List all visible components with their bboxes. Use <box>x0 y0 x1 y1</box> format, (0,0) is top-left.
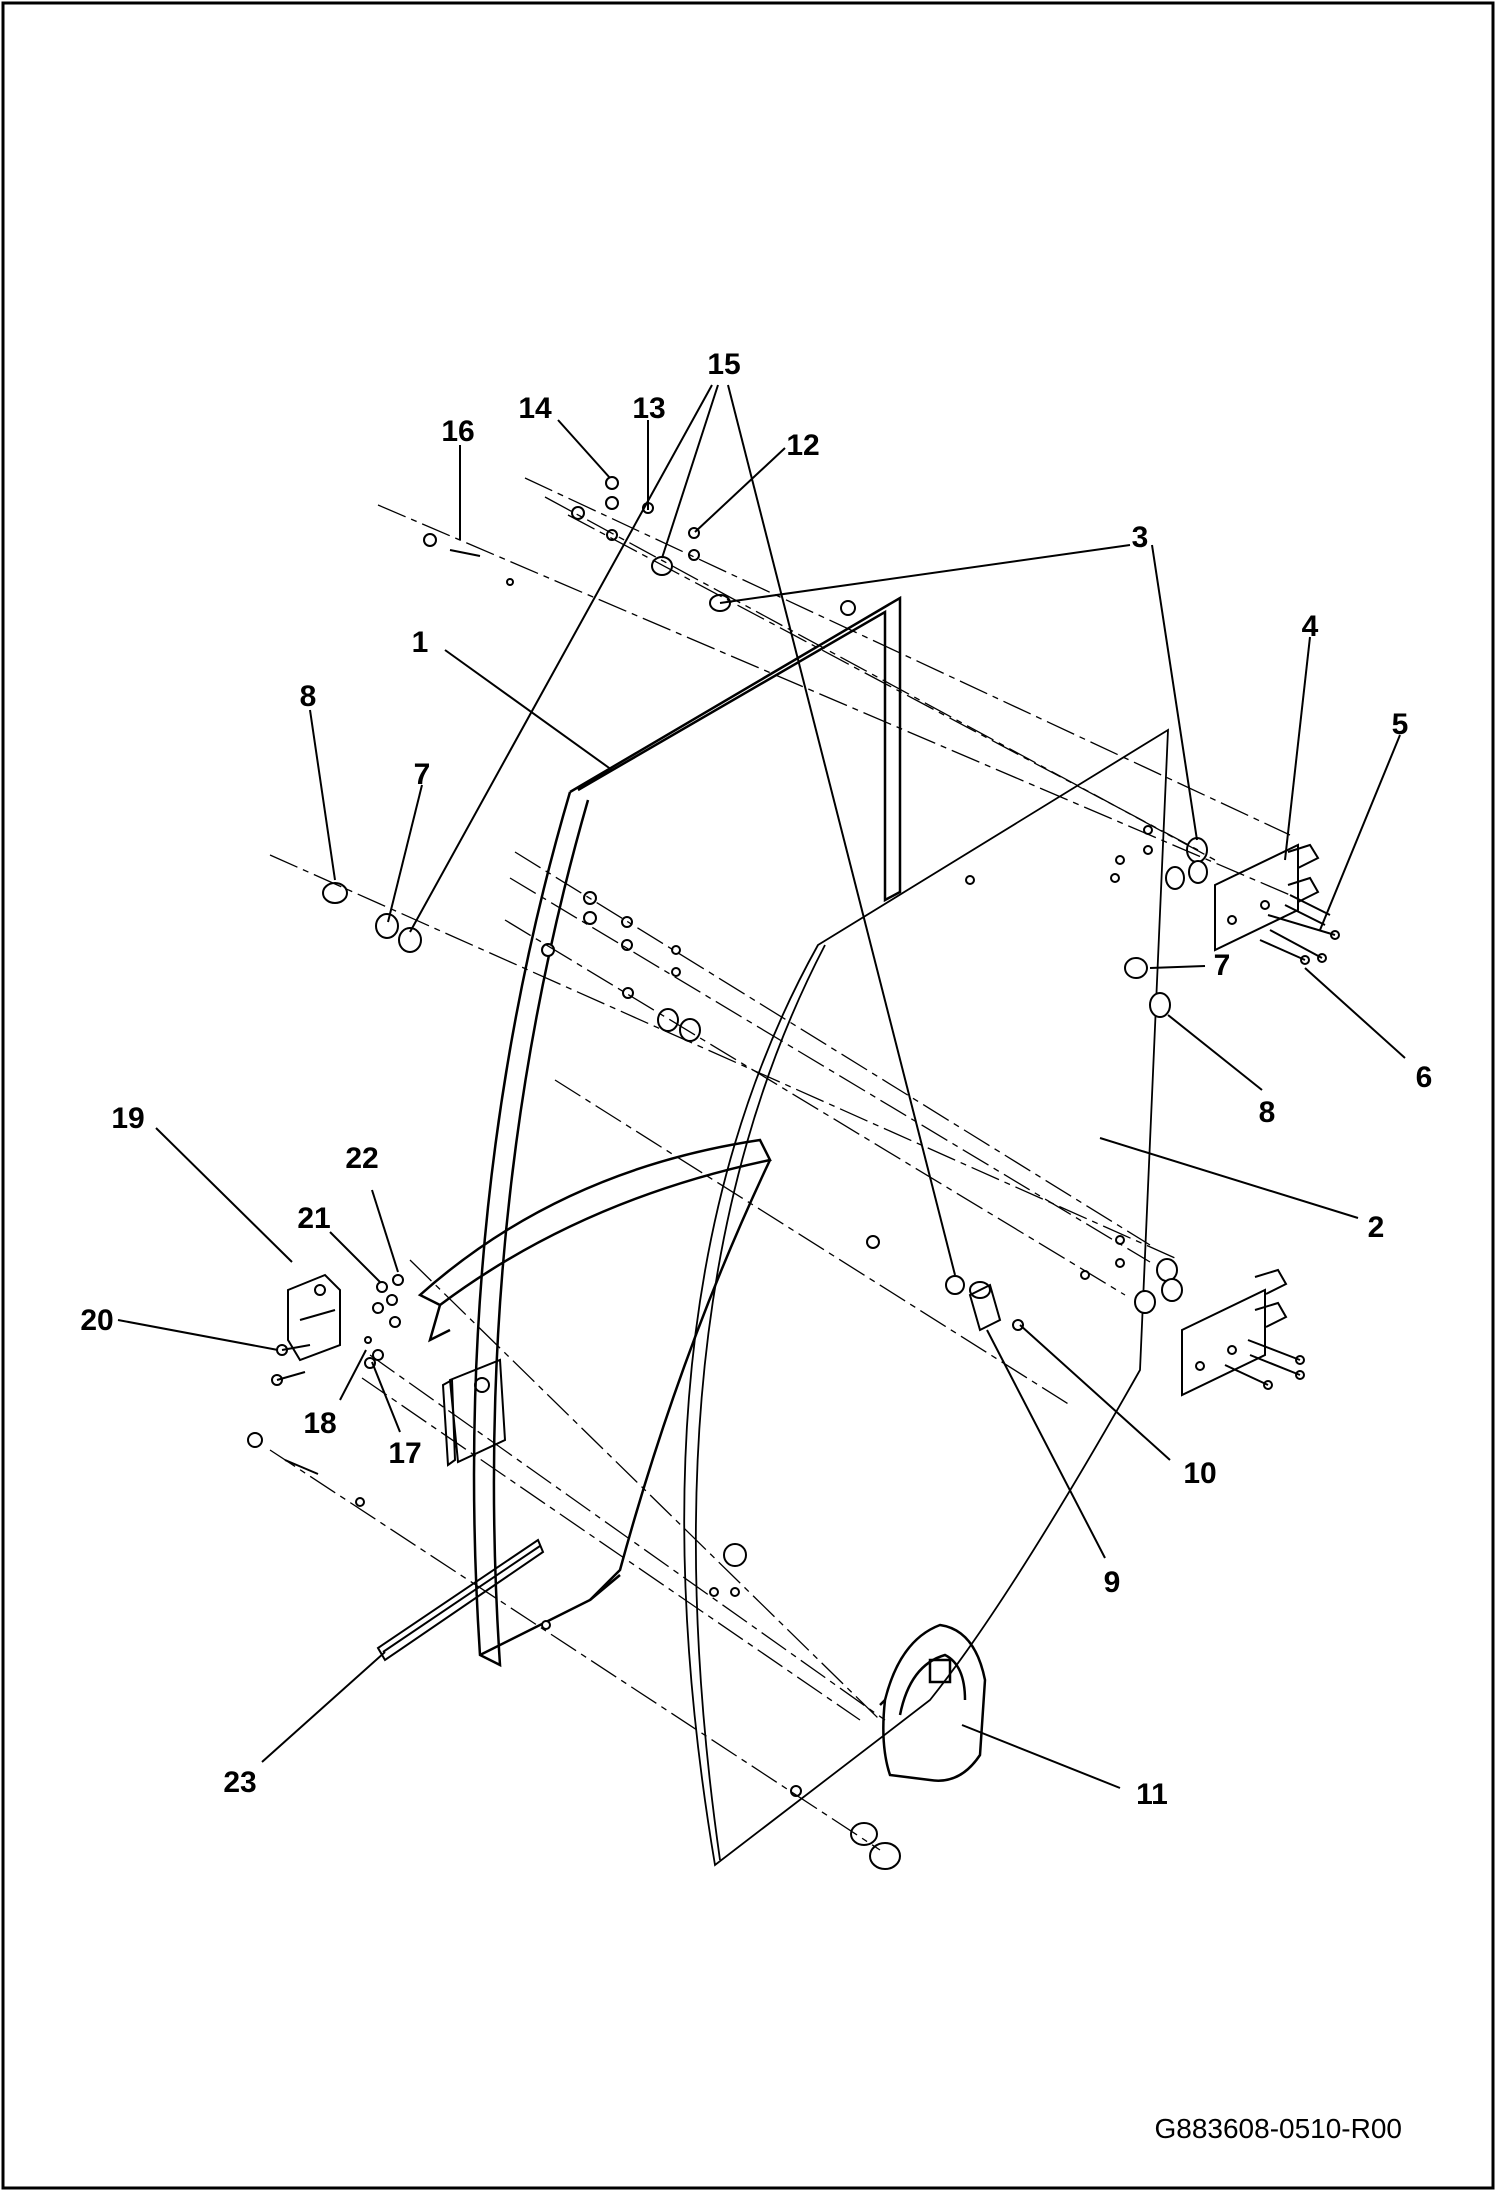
callout-8a: 8 <box>300 680 317 713</box>
callout-1: 1 <box>412 626 429 659</box>
hinge-lower <box>1181 1268 1288 1397</box>
callout-21: 21 <box>297 1202 330 1235</box>
center-lines <box>269 477 1291 1851</box>
callout-10: 10 <box>1183 1457 1216 1490</box>
callout-13: 13 <box>632 392 665 425</box>
callout-14: 14 <box>518 392 552 425</box>
callout-16: 16 <box>441 415 474 448</box>
hardware-parts <box>247 476 1208 1870</box>
callout-22: 22 <box>345 1142 378 1175</box>
striker-assembly <box>287 1273 341 1362</box>
hinge-upper <box>1214 843 1331 952</box>
callout-12: 12 <box>786 429 819 462</box>
latch-plate <box>441 1358 507 1467</box>
callout-17: 17 <box>388 1437 421 1470</box>
callout-5: 5 <box>1392 708 1409 741</box>
callout-8b: 8 <box>1259 1096 1276 1129</box>
callout-7b: 7 <box>1214 949 1231 982</box>
document-number: G883608-0510-R00 <box>1154 2113 1402 2144</box>
callout-4: 4 <box>1302 610 1319 643</box>
callout-18: 18 <box>303 1407 336 1440</box>
callout-20: 20 <box>80 1304 113 1337</box>
callout-19: 19 <box>111 1102 144 1135</box>
callout-15: 15 <box>707 348 740 381</box>
callout-23: 23 <box>223 1766 256 1799</box>
hinge-screws <box>1224 914 1340 1390</box>
callout-9: 9 <box>1104 1566 1121 1599</box>
callout-7a: 7 <box>414 758 431 791</box>
door-frame <box>417 595 902 1668</box>
glass-panel <box>683 728 1169 1867</box>
leader-lines <box>117 384 1406 1789</box>
callout-labels: 1 2 3 4 5 6 7 7 8 8 9 10 11 12 13 14 15 … <box>80 348 1432 1811</box>
door-handle <box>879 1623 987 1782</box>
callout-2: 2 <box>1368 1211 1385 1244</box>
gas-strut-bushing <box>945 1275 1024 1332</box>
callout-6: 6 <box>1416 1061 1433 1094</box>
callout-3: 3 <box>1132 521 1149 554</box>
slide-rail <box>376 1538 545 1662</box>
callout-11: 11 <box>1136 1778 1168 1811</box>
